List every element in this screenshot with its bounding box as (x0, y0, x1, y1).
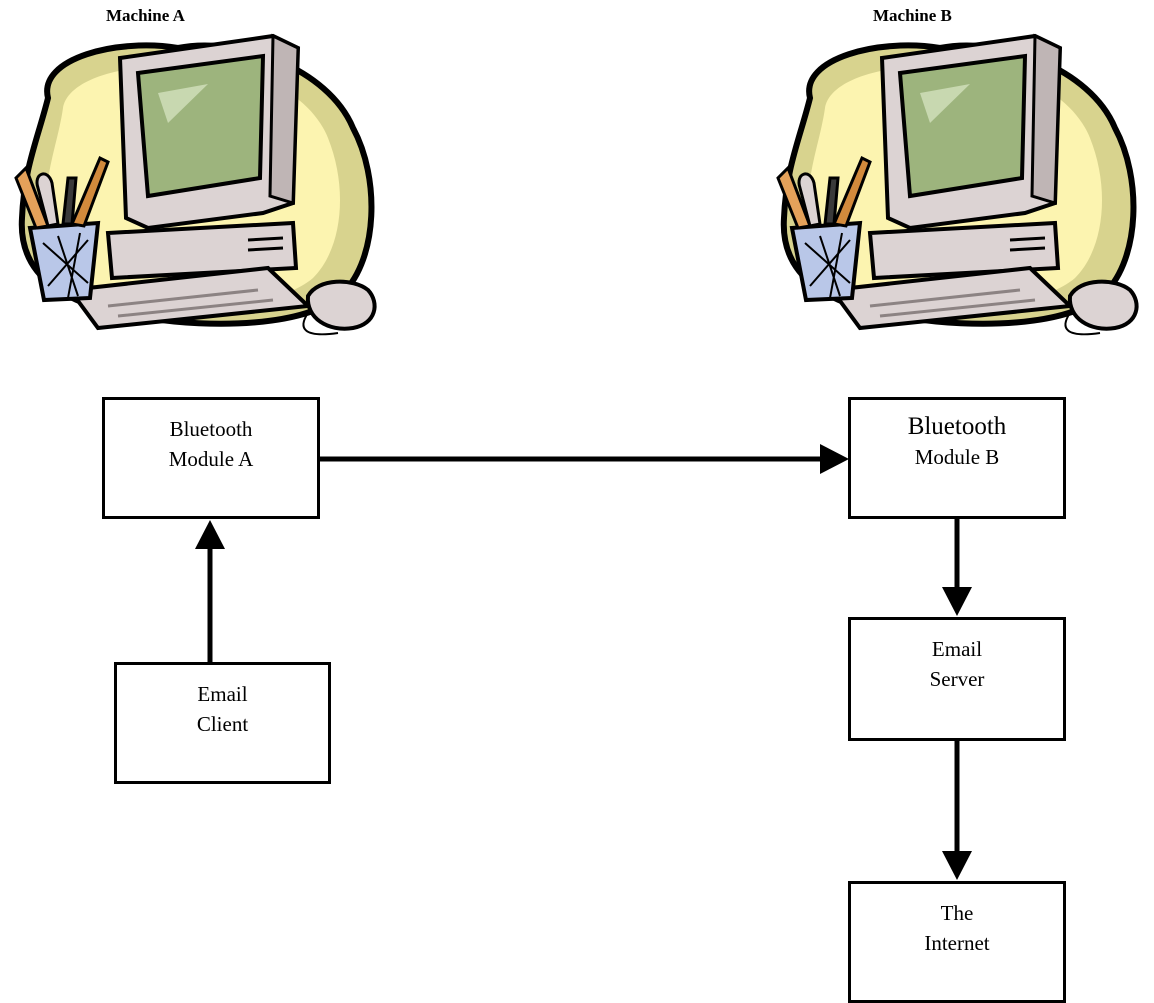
arrow-head-down (942, 587, 972, 616)
desktop-computer-icon (14, 33, 377, 336)
machine-b-label: Machine B (873, 6, 952, 25)
arrow-head-up (195, 520, 225, 549)
bt-b-line1: Bluetooth (907, 413, 1007, 440)
email-server-box: Email Server (848, 617, 1066, 741)
bluetooth-module-a-box: Bluetooth Module A (102, 397, 320, 519)
internet-box: The Internet (848, 881, 1066, 1003)
desktop-computer-icon (776, 33, 1139, 336)
email-server-line1: Email (931, 637, 983, 661)
email-client-line2: Client (196, 712, 249, 736)
internet-line2: Internet (924, 931, 990, 955)
email-server-line2: Server (929, 667, 985, 691)
arrow-head-right (820, 444, 849, 474)
email-client-box: Email Client (114, 662, 331, 784)
email-client-line1: Email (197, 682, 248, 706)
machine-a-label: Machine A (106, 6, 185, 25)
bt-a-line1: Bluetooth (169, 417, 253, 441)
bluetooth-module-b-box: Bluetooth Module B (848, 397, 1066, 519)
arrow-head-down (942, 851, 972, 880)
internet-line1: The (940, 901, 974, 925)
bt-b-line2: Module B (914, 445, 1000, 469)
bt-a-line2: Module A (168, 447, 254, 471)
